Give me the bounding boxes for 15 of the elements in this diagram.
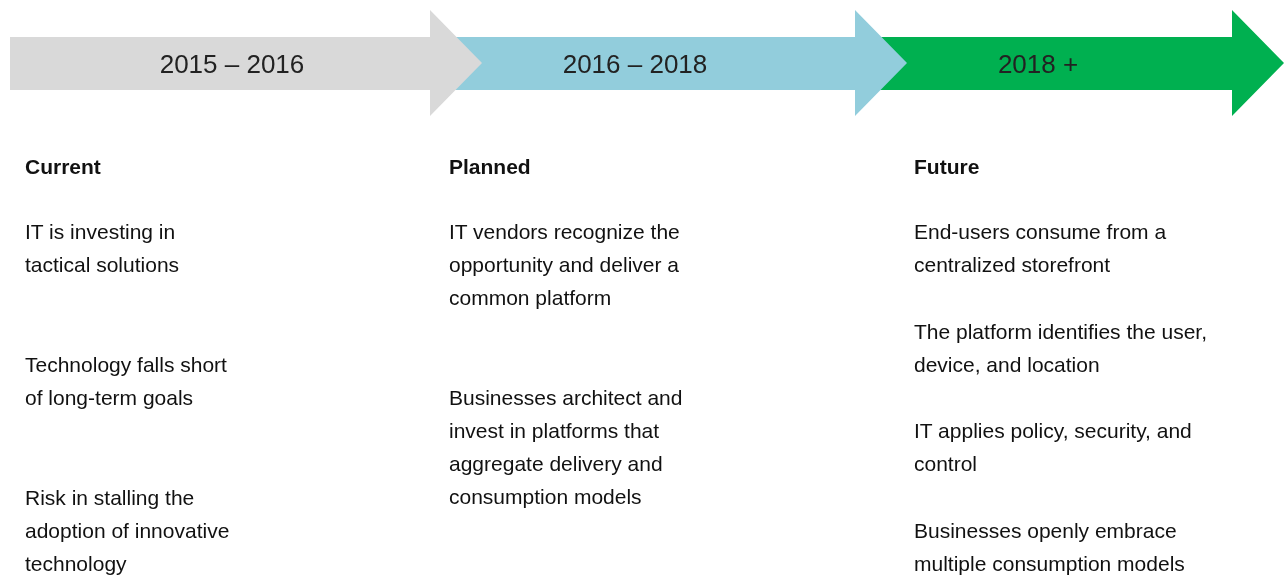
description-text: The platform identifies the user, device, and location xyxy=(914,319,1208,378)
description-text: Businesses architect and invest in platforms that aggregate delivery and consumption models xyxy=(449,385,684,510)
description-text: Businesses openly embrace multiple consumption models xyxy=(914,518,1186,577)
description-text: End-users consume from a centralized storefront xyxy=(914,219,1168,278)
description-text: IT applies policy, security, and control xyxy=(914,418,1193,477)
description-text: IT vendors recognize the opportunity and deliver a common platform xyxy=(449,219,681,311)
column-heading: Future xyxy=(914,154,981,180)
period-label: 2018 + xyxy=(997,48,1079,80)
period-label: 2015 – 2016 xyxy=(159,48,305,80)
description-text: Technology falls short of long-term goals xyxy=(25,352,228,411)
description-text: IT is investing in tactical solutions xyxy=(25,219,181,278)
column-heading: Current xyxy=(25,154,102,180)
period-label: 2016 – 2018 xyxy=(562,48,708,80)
description-text: Risk in stalling the adoption of innovative technology xyxy=(25,485,231,577)
column-heading: Planned xyxy=(449,154,532,180)
